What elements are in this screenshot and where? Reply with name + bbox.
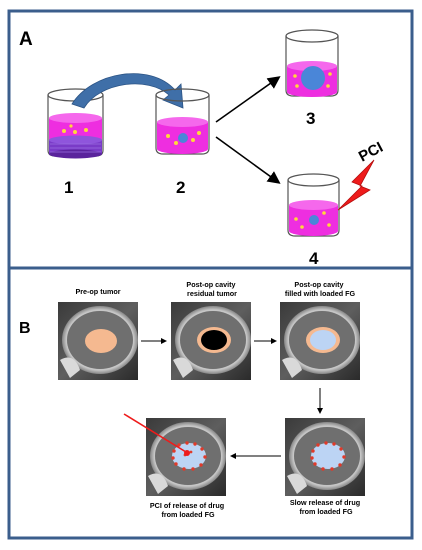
liquid-surface [289,200,338,210]
panel-a-letter: A [19,29,33,50]
caption-scan-2: Post-op cavity residual tumor [186,280,237,298]
curved-arrow-icon [71,73,184,109]
arrow-to-3 [215,76,281,123]
liquid-bottom [157,144,208,154]
bead [62,129,66,133]
liquid-bottom [287,87,337,97]
liquid-bottom [289,226,338,236]
bead [293,74,297,78]
beaker-rim [285,29,339,43]
liquid-surface [157,117,208,127]
caption-scan-4: Slow release of drug from loaded FG [290,498,362,516]
disc-top [49,135,102,145]
liquid-surface [287,61,337,71]
beaker-1 [47,88,104,159]
beaker-label-3: 3 [306,109,315,128]
loaded-gel [311,443,345,469]
bead [295,84,299,88]
bead [197,131,201,135]
bead [322,211,326,215]
disc-bottom [49,149,102,159]
laser-spot [184,450,190,456]
bead [326,84,330,88]
panel-b-letter: B [19,320,31,337]
large-blue-bead [301,66,325,90]
caption-scan-5: PCI of release of drug from loaded FG [150,501,226,519]
bead [69,124,73,128]
loaded-gel [310,330,336,350]
mri-scan-3 [280,302,360,380]
beaker-label-2: 2 [176,178,185,197]
tumor [85,329,117,353]
blue-bead [309,215,319,225]
beaker-label-1: 1 [64,178,73,197]
beaker-4 [287,173,340,237]
bead [84,128,88,132]
mri-scan-2 [171,302,251,380]
mri-scan-5 [123,413,226,496]
bead [166,134,170,138]
beaker-rim [155,88,210,102]
mri-scan-1 [58,302,138,380]
bead [294,217,298,221]
beaker-rim [287,173,340,187]
beaker-label-4: 4 [309,249,319,268]
liquid-surface [49,113,102,123]
arrow-to-4 [215,136,281,184]
laser-beam-icon [123,413,187,453]
mri-scan-4 [285,418,365,496]
bead [328,72,332,76]
blue-bead [178,133,188,143]
caption-scan-3: Post-op cavity filled with loaded FG [285,280,356,298]
bead [300,225,304,229]
caption-scan-1: Pre-op tumor [75,287,120,296]
bead [327,223,331,227]
resection-cavity [201,330,227,350]
beaker-3 [285,29,339,97]
bead [174,141,178,145]
beaker-2 [155,88,210,155]
lightning-bolt-icon [337,159,375,211]
bead [73,130,77,134]
bead [191,138,195,142]
